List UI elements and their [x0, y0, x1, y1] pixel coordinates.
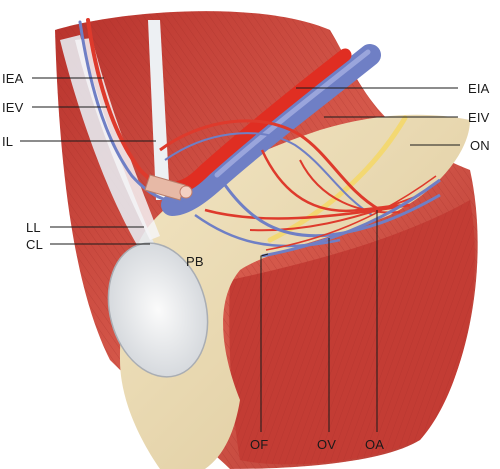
iliolumbar-loop-vein [164, 132, 373, 216]
obturator-foramen-artery [265, 175, 437, 251]
il-vessel-end [179, 185, 193, 199]
label-on: ON [470, 138, 490, 153]
obturator-nerve [267, 115, 408, 243]
label-eiv: EIV [468, 110, 490, 125]
inguinal-ligament-band [75, 38, 160, 240]
label-pb: PB [186, 254, 204, 269]
iliopsoas-fibers [229, 200, 475, 465]
external-iliac-vein [161, 44, 381, 216]
inferior-epigastric-vein [78, 20, 184, 203]
label-of: OF [250, 437, 268, 452]
obturator-artery [260, 149, 411, 213]
iliolumbar-loop [159, 119, 381, 212]
label-cl: CL [26, 237, 43, 252]
il-vessel-stub [144, 174, 186, 201]
pubic-bone [120, 114, 470, 469]
external-iliac-artery [173, 48, 352, 194]
leader-of [260, 253, 269, 432]
label-iea: IEA [2, 71, 24, 86]
obturator-vein [223, 184, 441, 238]
label-iev: IEV [2, 100, 24, 115]
label-eia: EIA [468, 81, 490, 96]
obturator-foramen-vessels [261, 178, 441, 258]
label-oa: OA [365, 437, 384, 452]
label-ll: LL [26, 220, 41, 235]
label-il: IL [2, 134, 13, 149]
label-ov: OV [317, 437, 336, 452]
rectus-sheath [148, 20, 170, 200]
obturator-artery-branch-3 [249, 194, 421, 232]
external-iliac-vein-highlight [214, 49, 371, 178]
